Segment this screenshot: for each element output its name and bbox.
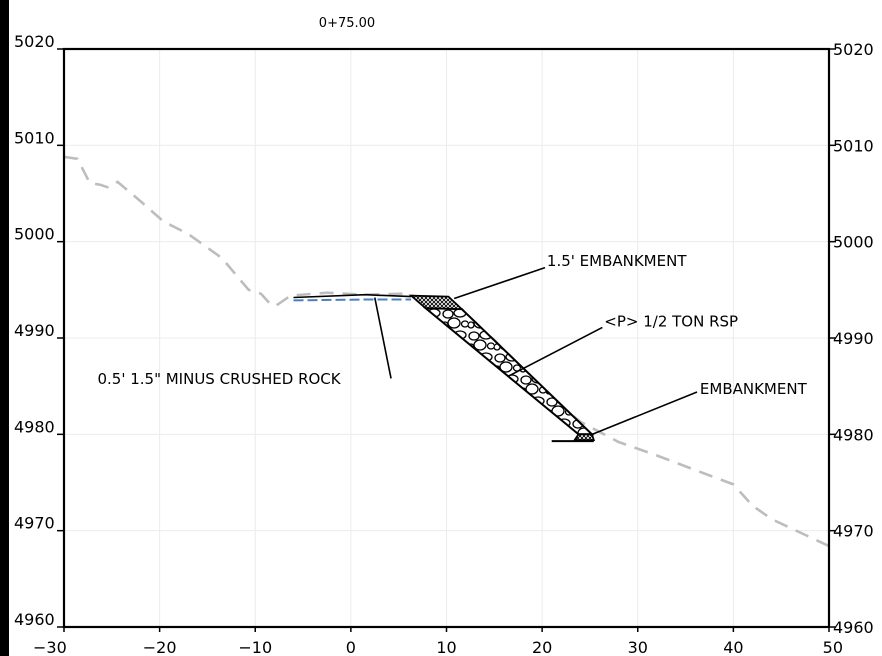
ann-crushed-rock: 0.5' 1.5" MINUS CRUSHED ROCK bbox=[97, 370, 341, 388]
grid bbox=[63, 48, 830, 628]
y-tick-label-right: 4990 bbox=[833, 329, 874, 348]
x-tick-label: 20 bbox=[532, 638, 552, 656]
y-tick-label-left: 4960 bbox=[14, 610, 55, 629]
existing-ground-group bbox=[63, 155, 830, 548]
x-tick-label: −20 bbox=[143, 638, 177, 656]
existing-ground-line bbox=[63, 155, 830, 548]
y-tick-label-left: 5020 bbox=[14, 32, 55, 51]
x-tick-label: −30 bbox=[33, 638, 67, 656]
y-tick-label-right: 4970 bbox=[833, 522, 874, 541]
ann-embankment-toe: EMBANKMENT bbox=[700, 380, 808, 398]
x-tick-label: 10 bbox=[436, 638, 456, 656]
y-tick-label-right: 5000 bbox=[833, 233, 874, 252]
station-label: 0+75.00 bbox=[319, 16, 375, 31]
x-tick-label: 50 bbox=[823, 638, 843, 656]
y-tick-label-left: 5010 bbox=[14, 128, 55, 147]
ann-embankment-top-leader bbox=[453, 266, 546, 300]
annotation-group: 1.5' EMBANKMENT <P> 1/2 TON RSP 0.5' 1.5" … bbox=[97, 252, 808, 437]
structure-group bbox=[293, 293, 596, 443]
x-tick-label: 0 bbox=[346, 638, 356, 656]
crushed-rock-bottom-line bbox=[293, 298, 412, 302]
riprap-layer bbox=[422, 307, 595, 436]
ann-embankment-top: 1.5' EMBANKMENT bbox=[547, 252, 687, 270]
ann-crushed-rock-leader bbox=[373, 297, 392, 379]
ann-riprap: <P> 1/2 TON RSP bbox=[604, 312, 738, 330]
y-tick-label-left: 4970 bbox=[14, 514, 55, 533]
ann-embankment-toe-leader bbox=[589, 391, 698, 437]
y-tick-label-left: 4980 bbox=[14, 417, 55, 436]
y-tick-label-left: 5000 bbox=[14, 225, 55, 244]
left-border-bar bbox=[0, 0, 9, 656]
ann-riprap-leader bbox=[507, 326, 603, 378]
embankment-cap bbox=[408, 294, 465, 311]
y-tick-label-right: 5010 bbox=[833, 136, 874, 155]
x-tick-label: 40 bbox=[723, 638, 743, 656]
x-tick-label: 30 bbox=[628, 638, 648, 656]
crushed-rock-top-line bbox=[293, 293, 412, 299]
y-tick-label-right: 4960 bbox=[833, 618, 874, 637]
y-tick-label-right: 5020 bbox=[833, 40, 874, 59]
x-tick-label: −10 bbox=[238, 638, 272, 656]
y-tick-label-right: 4980 bbox=[833, 425, 874, 444]
y-tick-label-left: 4990 bbox=[14, 321, 55, 340]
